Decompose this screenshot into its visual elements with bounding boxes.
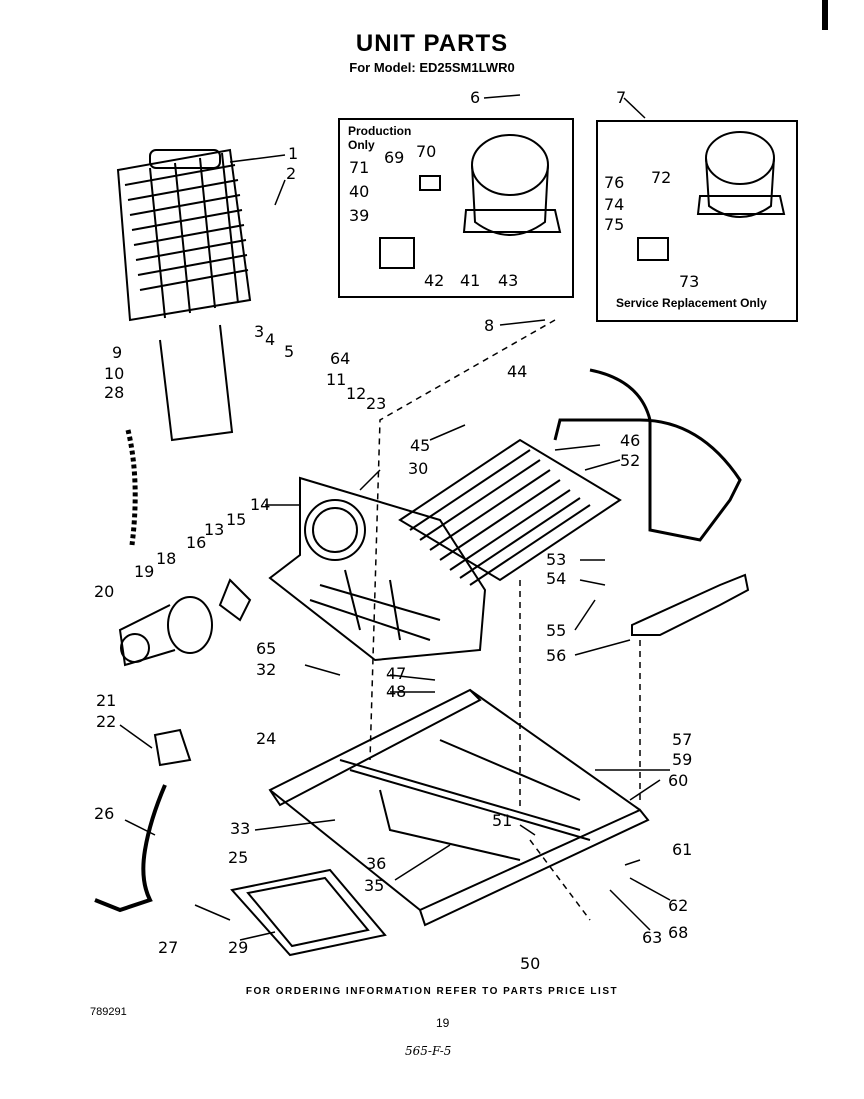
callout-19: 19 [134, 562, 155, 581]
callout-48: 48 [386, 682, 407, 701]
callout-27: 27 [158, 938, 179, 957]
power-cord [94, 784, 167, 913]
scan-mark [822, 0, 828, 30]
callout-68: 68 [668, 923, 689, 942]
callout-12: 12 [346, 384, 367, 403]
base-frame [268, 688, 650, 927]
page-title: UNIT PARTS [355, 30, 509, 57]
callout-75: 75 [604, 215, 625, 234]
callout-65: 65 [256, 639, 277, 658]
callout-16: 16 [186, 533, 207, 552]
relay-75 [637, 237, 669, 261]
callout-50: 50 [520, 954, 541, 973]
callout-30: 30 [408, 459, 429, 478]
callout-11: 11 [326, 370, 347, 389]
callout-41: 41 [460, 271, 481, 290]
model-subtitle: For Model: ED25SM1LWR0 [349, 60, 515, 75]
callout-6: 6 [470, 88, 481, 107]
ordering-note: FOR ORDERING INFORMATION REFER TO PARTS … [245, 986, 619, 997]
callout-3: 3 [254, 322, 265, 341]
callout-35: 35 [364, 876, 385, 895]
callout-24: 24 [256, 729, 277, 748]
callout-62: 62 [668, 896, 689, 915]
callout-22: 22 [96, 712, 117, 731]
callout-72: 72 [651, 168, 672, 187]
callout-70: 70 [416, 142, 437, 161]
callout-14: 14 [250, 495, 271, 514]
service-replacement-box: Service Replacement Only [596, 120, 798, 322]
production-only-box: Production Only [338, 118, 574, 298]
callout-5: 5 [284, 342, 295, 361]
callout-18: 18 [156, 549, 177, 568]
callout-13: 13 [204, 520, 225, 539]
relay-39 [379, 237, 415, 269]
callout-61: 61 [672, 840, 693, 859]
callout-1: 1 [288, 144, 299, 163]
callout-76: 76 [604, 173, 625, 192]
callout-45: 45 [410, 436, 431, 455]
callout-9: 9 [112, 343, 123, 362]
drain-trough [631, 573, 750, 636]
callout-7: 7 [616, 88, 627, 107]
production-only-label-line1: Production [348, 124, 412, 138]
overload-69 [419, 175, 441, 191]
callout-69: 69 [384, 148, 405, 167]
callout-33: 33 [230, 819, 251, 838]
condenser-tube [553, 368, 742, 542]
heater-strip [125, 429, 138, 546]
callout-43: 43 [498, 271, 519, 290]
callout-20: 20 [94, 582, 115, 601]
compressor-service [696, 131, 786, 218]
callout-23: 23 [366, 394, 387, 413]
callout-15: 15 [226, 510, 247, 529]
callout-40: 40 [349, 182, 370, 201]
callout-36: 36 [366, 854, 387, 873]
callout-55: 55 [546, 621, 567, 640]
callout-64: 64 [330, 349, 351, 368]
evaporator-coil [398, 438, 622, 586]
page-number: 19 [436, 1016, 450, 1030]
callout-47: 47 [386, 664, 407, 683]
callout-42: 42 [424, 271, 445, 290]
service-replacement-label: Service Replacement Only [616, 296, 767, 310]
callout-8: 8 [484, 316, 495, 335]
terminal-block [153, 728, 192, 767]
callout-44: 44 [507, 362, 528, 381]
callout-74: 74 [604, 195, 625, 214]
callout-10: 10 [104, 364, 125, 383]
callout-56: 56 [546, 646, 567, 665]
callout-28: 28 [104, 383, 125, 402]
handwritten-code: 565-F-5 [405, 1044, 452, 1058]
callout-4: 4 [265, 330, 276, 349]
document-number: 789291 [90, 1006, 127, 1018]
callout-21: 21 [96, 691, 117, 710]
callout-32: 32 [256, 660, 277, 679]
callout-46: 46 [620, 431, 641, 450]
production-only-label-line2: Only [348, 138, 375, 152]
callout-25: 25 [228, 848, 249, 867]
callout-53: 53 [546, 550, 567, 569]
callout-60: 60 [668, 771, 689, 790]
callout-51: 51 [492, 811, 513, 830]
condenser-coil [116, 148, 252, 322]
compressor-production [462, 134, 562, 236]
callout-52: 52 [620, 451, 641, 470]
fan-bracket [268, 476, 487, 662]
callout-39: 39 [349, 206, 370, 225]
fan-motor [118, 578, 252, 667]
callout-59: 59 [672, 750, 693, 769]
callout-54: 54 [546, 569, 567, 588]
callout-29: 29 [228, 938, 249, 957]
callout-71: 71 [349, 158, 370, 177]
heater-wire [159, 324, 234, 442]
callout-2: 2 [286, 164, 297, 183]
callout-57: 57 [672, 730, 693, 749]
drain-pan [230, 868, 387, 957]
callout-26: 26 [94, 804, 115, 823]
callout-63: 63 [642, 928, 663, 947]
callout-73: 73 [679, 272, 700, 291]
